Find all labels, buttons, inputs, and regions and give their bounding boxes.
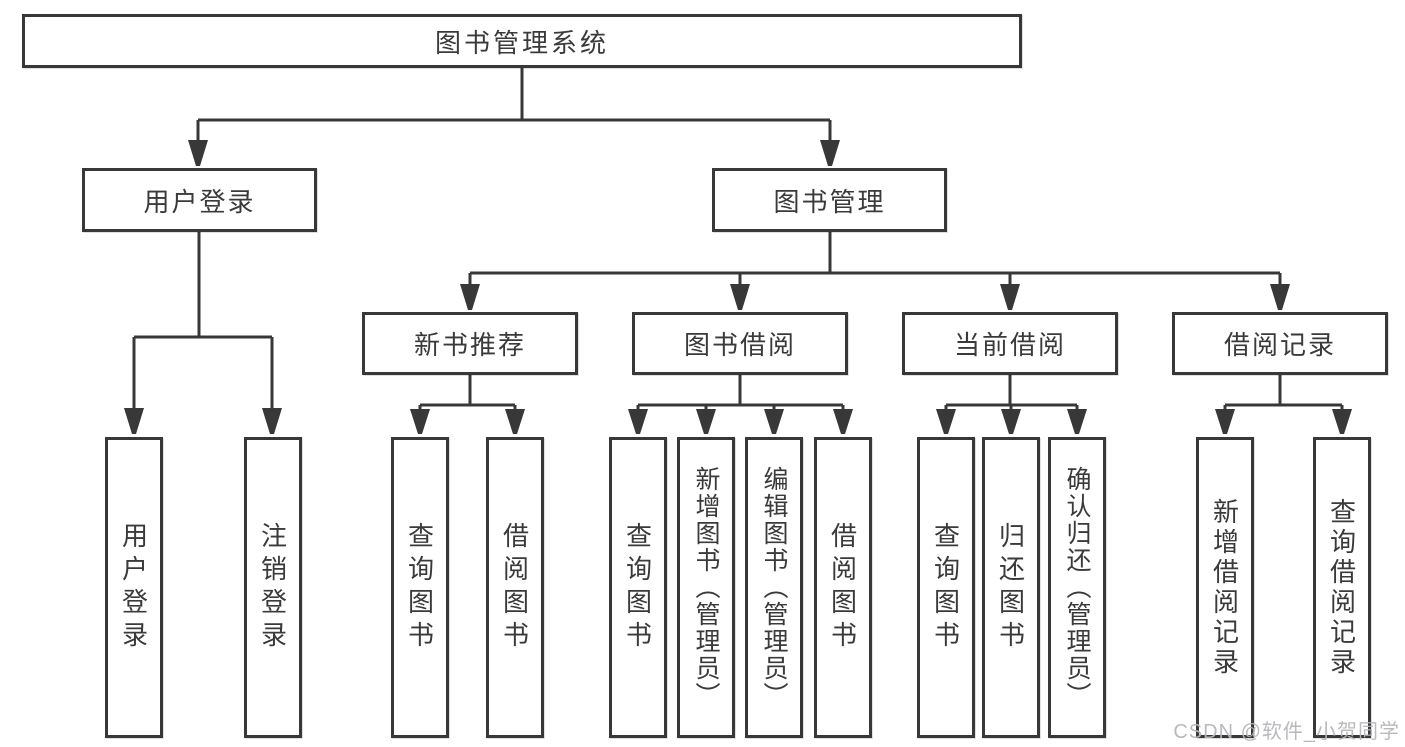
leaf-borrow-query-books-label: 查询图书 — [622, 521, 653, 654]
node-book-management: 图书管理 — [712, 168, 947, 232]
leaf-newbook-borrow-books: 借阅图书 — [486, 437, 544, 738]
node-user-login-label: 用户登录 — [143, 186, 256, 217]
leaf-query-borrow-record-label: 查询借阅记录 — [1326, 497, 1357, 678]
leaf-add-books-admin: 新增图书（管理员） — [677, 437, 735, 738]
node-current-borrow-label: 当前借阅 — [953, 330, 1066, 360]
edge-new-book-group — [418, 375, 517, 410]
leaf-user-login: 用户登录 — [105, 437, 163, 738]
leaf-user-login-label: 用户登录 — [118, 521, 149, 654]
node-root-label: 图书管理系统 — [434, 27, 609, 58]
node-current-borrow: 当前借阅 — [902, 312, 1118, 375]
node-borrow-records-label: 借阅记录 — [1223, 330, 1336, 360]
watermark: CSDN @软件_小贺同学 — [1173, 721, 1400, 743]
node-borrow-records: 借阅记录 — [1172, 312, 1388, 375]
arrowheads-level2 — [188, 140, 840, 166]
leaf-query-borrow-record: 查询借阅记录 — [1313, 437, 1371, 738]
leaf-add-borrow-record: 新增借阅记录 — [1196, 437, 1254, 738]
node-user-login: 用户登录 — [82, 168, 317, 232]
edge-user-login-group — [132, 231, 274, 409]
leaf-logout: 注销登录 — [244, 437, 302, 738]
edge-borrow-records-group — [1223, 375, 1344, 410]
node-new-book-recommend: 新书推荐 — [362, 312, 578, 375]
leaf-newbook-borrow-books-label: 借阅图书 — [499, 521, 530, 654]
node-book-borrow: 图书借阅 — [632, 312, 848, 375]
node-root: 图书管理系统 — [22, 14, 1022, 68]
leaf-edit-books-admin: 编辑图书（管理员） — [745, 437, 803, 738]
leaf-current-query-books-label: 查询图书 — [930, 521, 961, 654]
leaf-logout-label: 注销登录 — [257, 521, 288, 654]
leaf-borrow-borrow-books-label: 借阅图书 — [827, 521, 858, 654]
leaf-confirm-return-admin-label: 确认归还（管理员） — [1063, 466, 1091, 709]
node-new-book-recommend-label: 新书推荐 — [413, 330, 526, 360]
leaf-return-books-label: 归还图书 — [995, 521, 1026, 654]
node-book-management-label: 图书管理 — [773, 186, 886, 217]
leaf-return-books: 归还图书 — [982, 437, 1040, 738]
edge-book-borrow-group — [636, 375, 845, 410]
arrowheads-current-borrow-group — [936, 409, 1087, 434]
node-book-borrow-label: 图书借阅 — [683, 330, 796, 360]
edge-book-mgmt-to-level3 — [468, 232, 1282, 285]
leaf-current-query-books: 查询图书 — [917, 437, 975, 738]
arrowheads-book-borrow-group — [628, 409, 853, 434]
arrowheads-user-login-group — [124, 408, 282, 434]
leaf-newbook-query-books-label: 查询图书 — [404, 521, 435, 654]
edge-current-borrow-group — [944, 375, 1079, 410]
leaf-confirm-return-admin: 确认归还（管理员） — [1048, 437, 1106, 738]
leaf-add-books-admin-label: 新增图书（管理员） — [692, 466, 720, 709]
arrowheads-new-book-group — [410, 409, 525, 434]
leaf-newbook-query-books: 查询图书 — [391, 437, 449, 738]
leaf-add-borrow-record-label: 新增借阅记录 — [1209, 497, 1240, 678]
arrowheads-borrow-records-group — [1215, 409, 1352, 434]
arrowheads-level3 — [460, 284, 1290, 310]
leaf-edit-books-admin-label: 编辑图书（管理员） — [760, 466, 788, 709]
leaf-borrow-query-books: 查询图书 — [609, 437, 667, 738]
edge-root-to-level2 — [196, 68, 832, 141]
leaf-borrow-borrow-books: 借阅图书 — [814, 437, 872, 738]
